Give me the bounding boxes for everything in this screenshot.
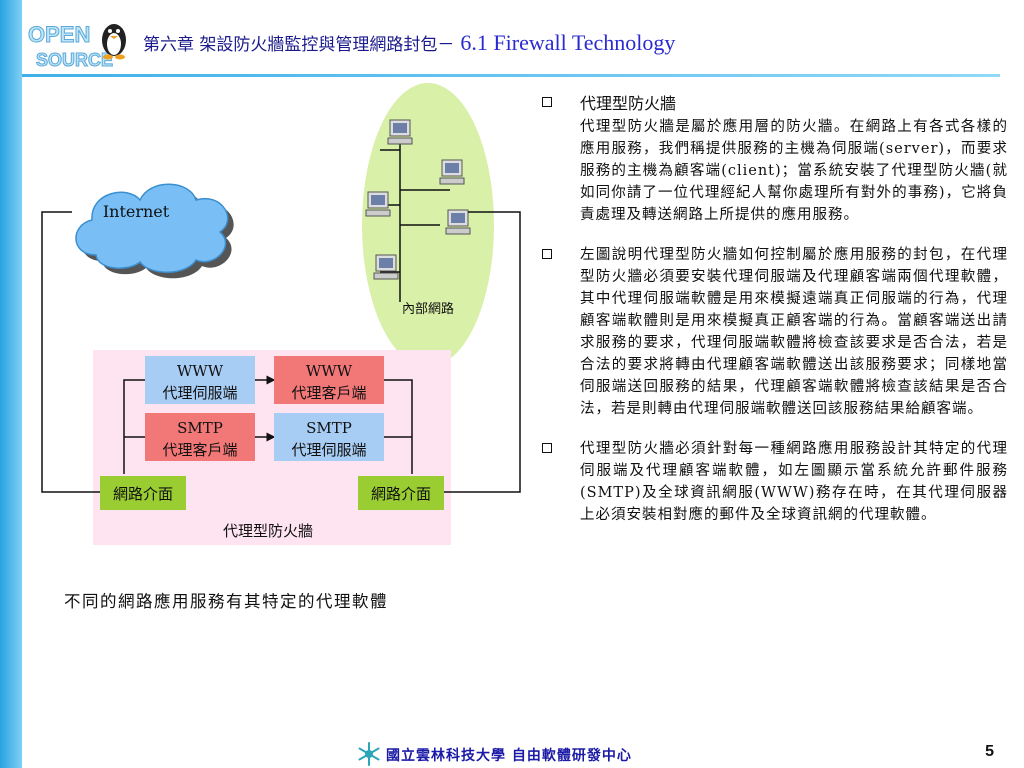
nic-right-label: 網路介面 bbox=[371, 485, 431, 503]
page-title: 第六章 架設防火牆監控與管理網路封包－ 6.1 Firewall Technol… bbox=[143, 30, 675, 60]
nic-left-box bbox=[100, 476, 186, 510]
page-title-section: 6.1 Firewall Technology bbox=[460, 30, 676, 55]
bullet-item: 代理型防火牆必須針對每一種網路應用服務設計其特定的代理伺服端及代理顧客端軟體，如… bbox=[538, 438, 1008, 526]
www-proxy-server-box bbox=[145, 356, 255, 404]
network-links bbox=[41, 211, 521, 493]
svg-text:SOURCE: SOURCE bbox=[36, 50, 113, 70]
smtp-proxy-server-title: SMTP bbox=[306, 419, 352, 437]
computer-icon bbox=[365, 191, 391, 217]
page-number: 5 bbox=[985, 743, 994, 760]
snowflake-icon bbox=[358, 742, 380, 766]
www-proxy-server-title: WWW bbox=[177, 362, 224, 380]
left-accent-bar bbox=[0, 0, 22, 768]
bullet-list: 代理型防火牆 代理型防火牆是屬於應用層的防火牆。在網路上有各式各樣的應用服務，我… bbox=[538, 92, 1008, 544]
bullet-item: 左圖說明代理型防火牆如何控制屬於應用服務的封包，在代理型防火牆必須要安裝代理伺服… bbox=[538, 244, 1008, 420]
computer-icon bbox=[439, 159, 465, 185]
bullet-item: 代理型防火牆 代理型防火牆是屬於應用層的防火牆。在網路上有各式各樣的應用服務，我… bbox=[538, 92, 1008, 226]
www-proxy-server-subtitle: 代理伺服端 bbox=[162, 384, 237, 402]
page-title-chapter: 第六章 架設防火牆監控與管理網路封包－ bbox=[143, 35, 455, 55]
computer-icon bbox=[387, 119, 413, 145]
smtp-proxy-client-box bbox=[145, 413, 255, 461]
nic-right-box bbox=[358, 476, 444, 510]
square-bullet-icon bbox=[542, 443, 552, 453]
footer-university: 國立雲林科技大學 自由軟體研發中心 bbox=[386, 748, 632, 764]
bullet-heading: 代理型防火牆 bbox=[580, 94, 677, 113]
penguin-icon bbox=[102, 24, 126, 60]
internet-cloud: Internet bbox=[75, 183, 234, 279]
smtp-proxy-client-subtitle: 代理客戶端 bbox=[162, 441, 237, 459]
header-rule bbox=[22, 74, 1000, 77]
bullet-body: 代理型防火牆是屬於應用層的防火牆。在網路上有各式各樣的應用服務，我們稱提供服務的… bbox=[580, 119, 1008, 223]
www-proxy-client-box bbox=[274, 356, 384, 404]
proxy-firewall-diagram: 內部網路 Internet WWW 代理伺服端 WWW 代理客戶端 SMTP 代… bbox=[41, 83, 521, 545]
www-proxy-client-title: WWW bbox=[306, 362, 353, 380]
computer-icon bbox=[373, 254, 399, 280]
square-bullet-icon bbox=[542, 97, 552, 107]
computer-icon bbox=[445, 209, 471, 235]
firewall-label: 代理型防火牆 bbox=[223, 522, 313, 540]
svg-text:OPEN: OPEN bbox=[28, 22, 90, 47]
bullet-body: 代理型防火牆必須針對每一種網路應用服務設計其特定的代理伺服端及代理顧客端軟體，如… bbox=[580, 441, 1008, 523]
smtp-proxy-server-subtitle: 代理伺服端 bbox=[291, 441, 366, 459]
nic-left-label: 網路介面 bbox=[113, 485, 173, 503]
intranet-label: 內部網路 bbox=[402, 301, 454, 317]
diagram-caption: 不同的網路應用服務有其特定的代理軟體 bbox=[64, 592, 388, 611]
open-source-penguin-logo: OPEN SOURCE bbox=[28, 22, 126, 71]
internet-label: Internet bbox=[103, 202, 170, 221]
square-bullet-icon bbox=[542, 249, 552, 259]
smtp-proxy-server-box bbox=[274, 413, 384, 461]
bullet-body: 左圖說明代理型防火牆如何控制屬於應用服務的封包，在代理型防火牆必須要安裝代理伺服… bbox=[580, 247, 1008, 417]
www-proxy-client-subtitle: 代理客戶端 bbox=[291, 384, 366, 402]
smtp-proxy-client-title: SMTP bbox=[177, 419, 223, 437]
